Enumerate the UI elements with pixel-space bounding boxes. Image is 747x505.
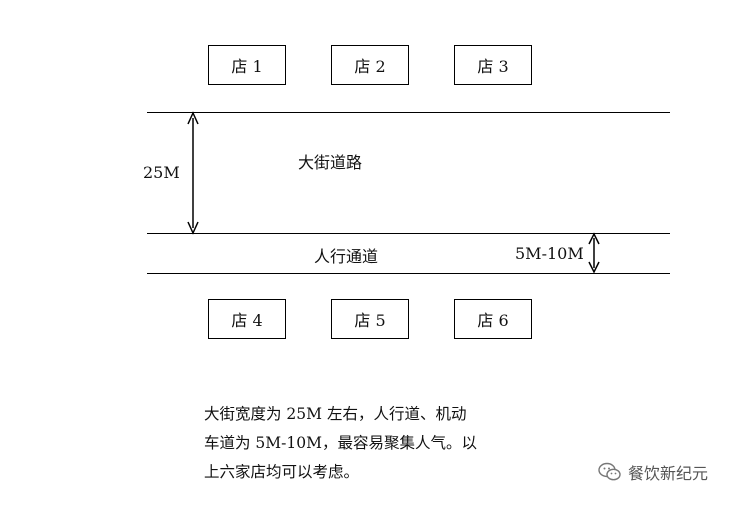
shop-5-box: 店 5 <box>331 299 409 339</box>
shop-3-label: 店 3 <box>477 57 509 76</box>
shop-4-box: 店 4 <box>208 299 286 339</box>
shop-1-label: 店 1 <box>231 57 263 76</box>
sidewalk-width-arrow <box>588 232 600 274</box>
street-width-arrow <box>187 111 199 235</box>
shop-5-label: 店 5 <box>354 311 386 330</box>
sidewalk-label: 人行通道 <box>314 247 379 266</box>
sidewalk-width-label: 5M-10M <box>515 244 584 263</box>
note-line-2: 车道为 5M-10M，最容易聚集人气。以 <box>204 434 477 452</box>
street-label: 大街道路 <box>298 153 363 172</box>
note-line-3: 上六家店均可以考虑。 <box>204 463 360 481</box>
note-paragraph: 大街宽度为 25M 左右，人行道、机动 车道为 5M-10M，最容易聚集人气。以… <box>204 400 524 487</box>
wechat-icon <box>598 462 622 482</box>
street-width-label: 25M <box>143 163 180 182</box>
watermark: 餐饮新纪元 <box>598 460 708 484</box>
watermark-text: 餐饮新纪元 <box>628 464 709 483</box>
shop-6-box: 店 6 <box>454 299 532 339</box>
street-bottom-edge <box>147 233 670 234</box>
shop-1-box: 店 1 <box>208 45 286 85</box>
shop-2-box: 店 2 <box>331 45 409 85</box>
street-top-edge <box>147 112 670 113</box>
shop-4-label: 店 4 <box>231 311 263 330</box>
shop-3-box: 店 3 <box>454 45 532 85</box>
note-line-1: 大街宽度为 25M 左右，人行道、机动 <box>204 405 467 423</box>
shop-6-label: 店 6 <box>477 311 509 330</box>
sidewalk-bottom-edge <box>147 273 670 274</box>
shop-2-label: 店 2 <box>354 57 386 76</box>
